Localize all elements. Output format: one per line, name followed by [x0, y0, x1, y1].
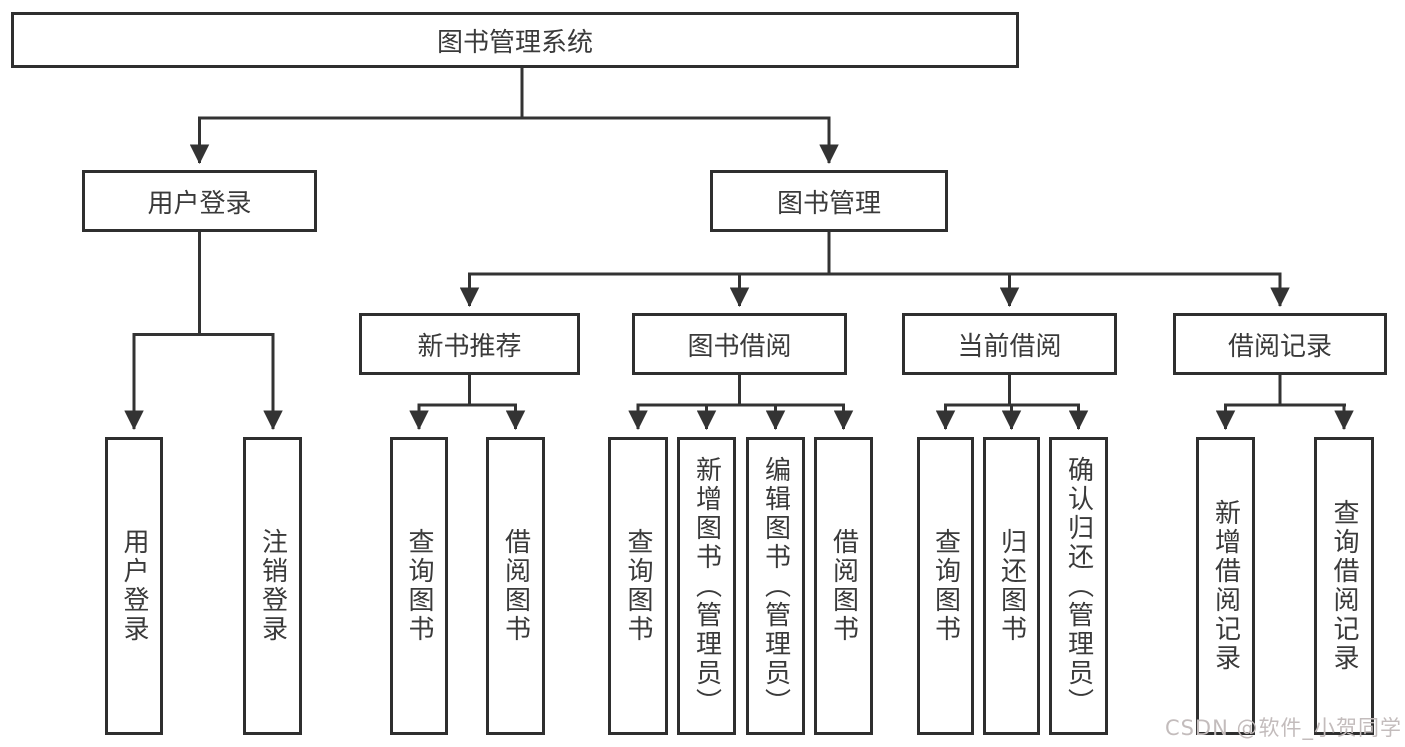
node-library-management-system: 图书管理系统: [11, 12, 1019, 68]
node-book-borrow: 图书借阅: [632, 313, 847, 375]
node-label: 注销登录: [257, 528, 288, 644]
node-user-login: 用户登录: [82, 170, 317, 232]
node-label: 查询图书: [404, 528, 434, 644]
leaf-query-borrow-record: 查询借阅记录: [1314, 437, 1374, 735]
node-borrow-records: 借阅记录: [1173, 313, 1387, 375]
leaf-confirm-return-admin: 确认归还（管理员）: [1049, 437, 1108, 735]
node-label: 用户登录: [147, 188, 252, 219]
leaf-edit-book-admin: 编辑图书（管理员）: [746, 437, 805, 735]
node-label: 用户登录: [119, 528, 149, 644]
leaf-logout: 注销登录: [243, 437, 302, 735]
node-label: 借阅记录: [1227, 331, 1332, 362]
leaf-add-book-admin: 新增图书（管理员）: [677, 437, 736, 735]
node-label: 新增借阅记录: [1210, 499, 1241, 673]
leaf-query-book-borrow: 查询图书: [608, 437, 668, 735]
node-new-book-recommend: 新书推荐: [359, 313, 580, 375]
leaf-return-book: 归还图书: [983, 437, 1040, 735]
leaf-borrow-book: 借阅图书: [814, 437, 873, 735]
node-current-borrow: 当前借阅: [902, 313, 1117, 375]
leaf-borrow-book-new: 借阅图书: [486, 437, 545, 735]
node-label: 借阅图书: [828, 528, 859, 644]
node-label: 新增图书（管理员）: [691, 455, 722, 717]
leaf-add-borrow-record: 新增借阅记录: [1196, 437, 1255, 735]
leaf-user-login: 用户登录: [105, 437, 163, 735]
node-label: 查询图书: [623, 528, 653, 644]
node-label: 归还图书: [996, 528, 1027, 644]
node-label: 查询借阅记录: [1329, 499, 1359, 673]
csdn-watermark: CSDN @软件_小贺同学: [1164, 716, 1402, 740]
node-label: 新书推荐: [417, 331, 522, 362]
node-label: 图书借阅: [687, 331, 792, 362]
node-label: 查询图书: [930, 528, 961, 644]
node-label: 借阅图书: [500, 528, 531, 644]
leaf-query-book-new: 查询图书: [390, 437, 448, 735]
node-label: 当前借阅: [957, 331, 1062, 362]
node-label: 编辑图书（管理员）: [760, 455, 791, 717]
node-label: 图书管理系统: [436, 27, 593, 58]
leaf-query-book-current: 查询图书: [917, 437, 974, 735]
node-label: 图书管理: [776, 188, 881, 219]
node-label: 确认归还（管理员）: [1063, 455, 1094, 717]
node-book-management: 图书管理: [710, 170, 948, 232]
